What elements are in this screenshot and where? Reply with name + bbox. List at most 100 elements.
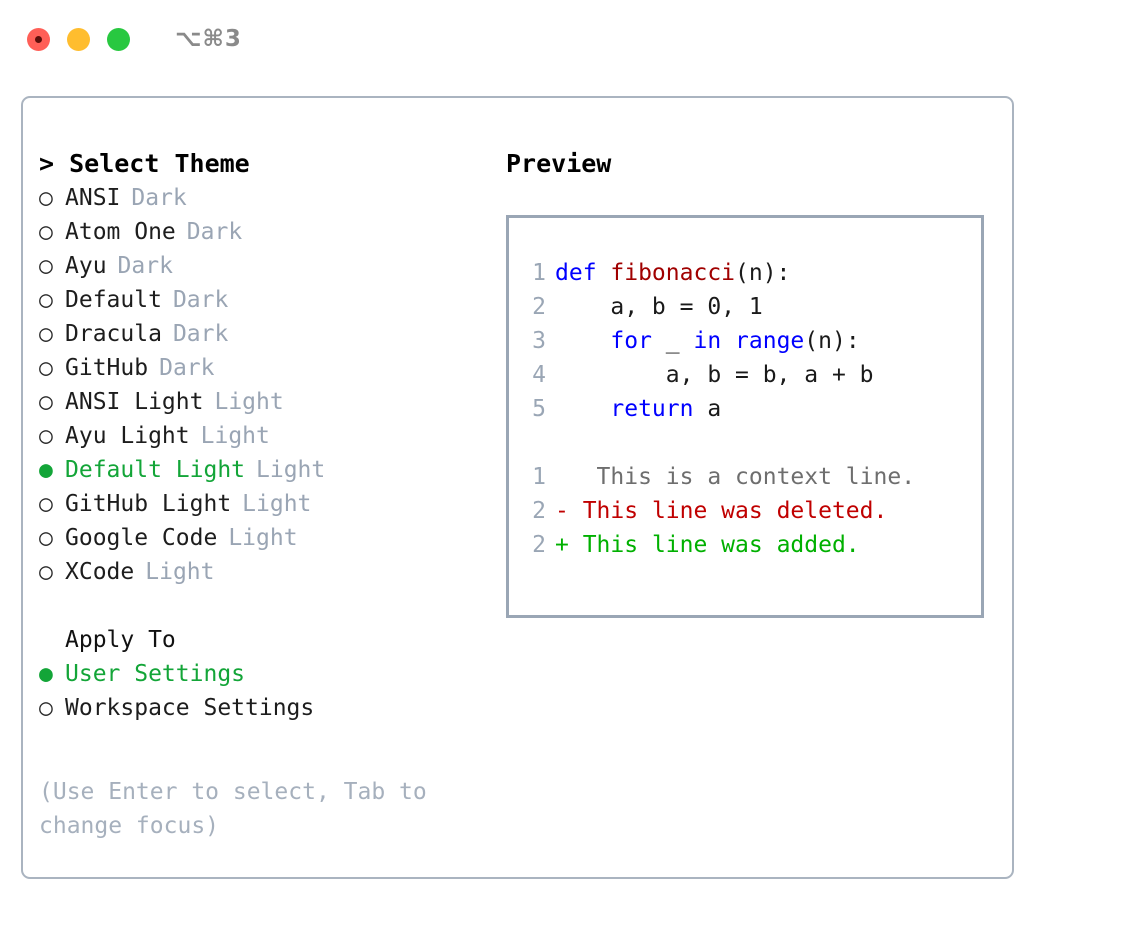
line-number: 1 xyxy=(532,260,546,286)
code-line-text: def fibonacci(n): xyxy=(555,256,790,290)
code-token-kw: in xyxy=(693,328,722,354)
theme-option-ansi[interactable]: ○ ANSI Dark xyxy=(39,181,491,215)
theme-option-mode-tag: Light xyxy=(200,423,270,449)
code-line: 4 a, b = b, a + b xyxy=(509,358,981,392)
theme-option-label: Default xyxy=(65,287,162,313)
diff-line-added: 2+ This line was added. xyxy=(509,528,981,562)
theme-option-google-code[interactable]: ○ Google Code Light xyxy=(39,521,491,555)
radio-unselected-icon: ○ xyxy=(39,491,53,517)
line-number: 2 xyxy=(532,498,546,524)
code-token-plain: _ xyxy=(651,328,694,354)
diff-line-text: This is a context line. xyxy=(568,464,916,490)
line-number: 5 xyxy=(532,396,546,422)
preview-pane: Preview 1 def fibonacci(n): 2 a, b = 0, 1 3… xyxy=(491,98,1012,877)
theme-option-label: Ayu Light xyxy=(65,423,190,449)
radio-unselected-icon: ○ xyxy=(39,253,53,279)
theme-option-default[interactable]: ○ Default Dark xyxy=(39,283,491,317)
diff-marker: - xyxy=(555,498,569,524)
diff-line-deleted: 2- This line was deleted. xyxy=(509,494,981,528)
theme-option-dracula[interactable]: ○ Dracula Dark xyxy=(39,317,491,351)
radio-unselected-icon: ○ xyxy=(39,321,53,347)
theme-option-mode-tag: Light xyxy=(256,457,326,483)
theme-option-ayu-light[interactable]: ○ Ayu Light Light xyxy=(39,419,491,453)
apply-to-title: Apply To xyxy=(65,627,176,653)
theme-option-label: ANSI xyxy=(65,185,121,211)
line-number: 2 xyxy=(532,294,546,320)
code-token-plain: a xyxy=(693,396,722,422)
code-token-plain xyxy=(721,328,735,354)
theme-option-label: Atom One xyxy=(65,219,176,245)
minimize-icon[interactable] xyxy=(67,27,90,51)
traffic-lights xyxy=(27,27,130,51)
theme-option-label: ANSI Light xyxy=(65,389,204,415)
code-token-kw: def xyxy=(555,260,611,286)
page-title: > Select Theme xyxy=(39,149,250,178)
apply-to-option-workspace-settings[interactable]: ○ Workspace Settings xyxy=(39,691,491,725)
radio-unselected-icon: ○ xyxy=(39,355,53,381)
theme-option-github[interactable]: ○ GitHub Dark xyxy=(39,351,491,385)
radio-unselected-icon: ○ xyxy=(39,219,53,245)
code-token-plain xyxy=(555,396,610,422)
code-token-kw: return xyxy=(610,396,694,422)
theme-option-github-light[interactable]: ○ GitHub Light Light xyxy=(39,487,491,521)
theme-option-mode-tag: Dark xyxy=(131,185,187,211)
theme-option-mode-tag: Dark xyxy=(117,253,173,279)
code-token-plain: (n): xyxy=(735,260,791,286)
radio-unselected-icon: ○ xyxy=(39,695,53,721)
radio-selected-icon: ● xyxy=(39,661,53,687)
line-number: 2 xyxy=(532,532,546,558)
diff-line-text: This line was deleted. xyxy=(568,498,888,524)
theme-option-label: GitHub xyxy=(65,355,149,381)
preview-spacer xyxy=(509,426,981,460)
theme-option-mode-tag: Light xyxy=(228,525,298,551)
theme-option-mode-tag: Light xyxy=(214,389,284,415)
close-icon[interactable] xyxy=(27,27,50,51)
theme-option-ayu[interactable]: ○ Ayu Dark xyxy=(39,249,491,283)
line-number: 3 xyxy=(532,328,546,354)
radio-unselected-icon: ○ xyxy=(39,287,53,313)
theme-option-label: Default Light xyxy=(65,457,246,483)
theme-option-label: Dracula xyxy=(65,321,162,347)
theme-option-label: XCode xyxy=(65,559,135,585)
preview-title: Preview xyxy=(506,149,612,178)
apply-to-option-label: Workspace Settings xyxy=(65,695,315,721)
theme-option-label: Google Code xyxy=(65,525,218,551)
theme-option-mode-tag: Dark xyxy=(172,287,229,313)
code-token-plain: a, b = 0, 1 xyxy=(555,294,763,320)
diff-line-text: This line was added. xyxy=(568,532,860,558)
code-line: 1 def fibonacci(n): xyxy=(509,256,981,290)
theme-option-atom-one[interactable]: ○ Atom One Dark xyxy=(39,215,491,249)
theme-option-mode-tag: Dark xyxy=(159,355,215,381)
radio-unselected-icon: ○ xyxy=(39,559,53,585)
apply-to-list: ●User Settings ○ Workspace Settings xyxy=(39,657,491,725)
code-sample: 1 def fibonacci(n): 2 a, b = 0, 1 3 for _ i… xyxy=(509,256,981,426)
radio-unselected-icon: ○ xyxy=(39,525,53,551)
diff-sample: 1 This is a context line.2- This line wa… xyxy=(509,460,981,562)
theme-option-mode-tag: Dark xyxy=(172,321,229,347)
maximize-icon[interactable] xyxy=(107,27,130,51)
theme-option-mode-tag: Light xyxy=(242,491,312,517)
theme-option-ansi-light[interactable]: ○ ANSI Light Light xyxy=(39,385,491,419)
radio-unselected-icon: ○ xyxy=(39,185,53,211)
code-line: 3 for _ in range(n): xyxy=(509,324,981,358)
code-line-text: a, b = b, a + b xyxy=(555,358,874,392)
code-token-plain: a, b = b, a + b xyxy=(555,362,874,388)
diff-line-context: 1 This is a context line. xyxy=(509,460,981,494)
diff-marker xyxy=(555,460,569,494)
window-title: ⌥⌘3 xyxy=(175,25,242,52)
theme-option-label: Ayu xyxy=(65,253,107,279)
code-token-kw: range xyxy=(735,328,805,354)
radio-unselected-icon: ○ xyxy=(39,423,53,449)
code-token-kw: for xyxy=(610,328,652,354)
radio-unselected-icon: ○ xyxy=(39,389,53,415)
code-token-fn: fibonacci xyxy=(610,260,736,286)
apply-to-option-user-settings[interactable]: ●User Settings xyxy=(39,657,491,691)
keyboard-hint: (Use Enter to select, Tab to change focu… xyxy=(39,779,441,839)
theme-option-label: GitHub Light xyxy=(65,491,232,517)
theme-option-mode-tag: Dark xyxy=(186,219,243,245)
